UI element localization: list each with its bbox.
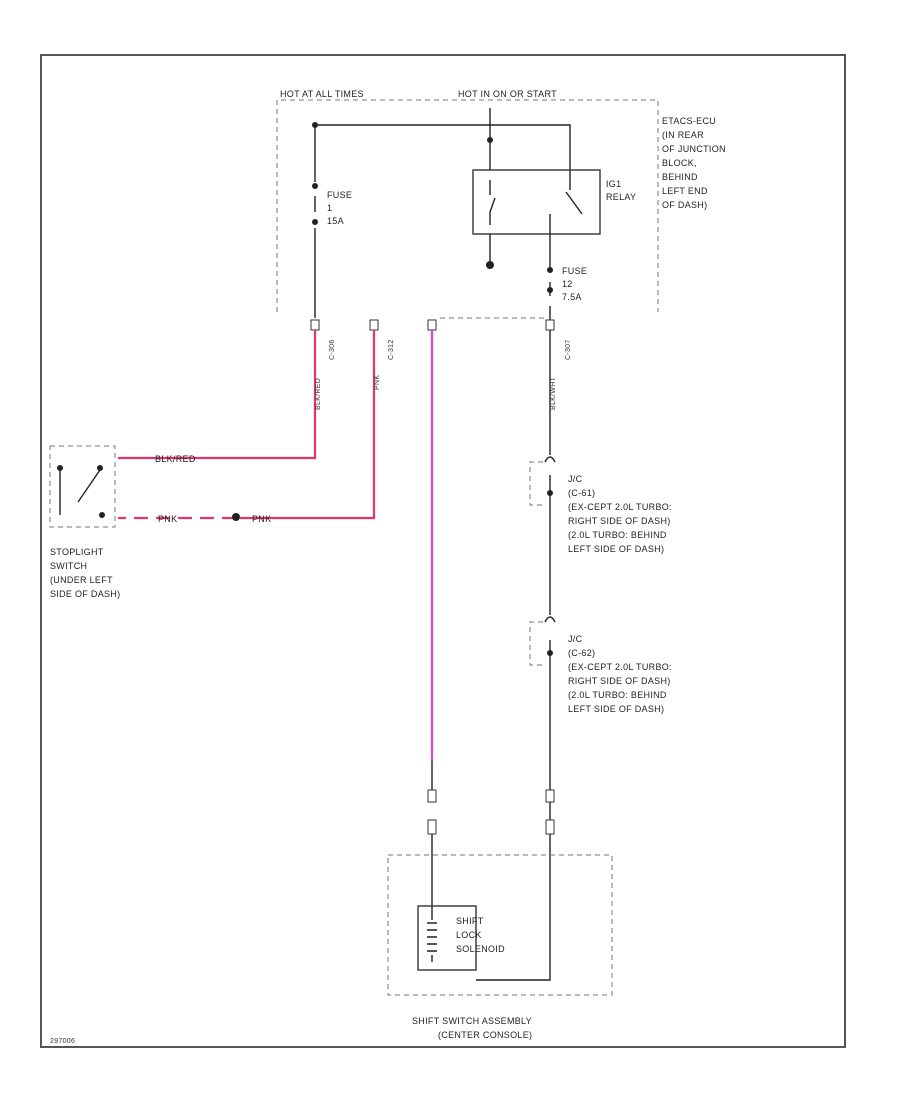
svg-text:SWITCH: SWITCH — [50, 561, 87, 571]
connector-markers — [310, 319, 555, 331]
svg-text:(CENTER CONSOLE): (CENTER CONSOLE) — [438, 1030, 532, 1040]
shift-lock-solenoid-label: SHIFT LOCK SOLENOID — [456, 916, 505, 954]
svg-text:SHIFT: SHIFT — [456, 916, 484, 926]
jc1-outline — [529, 461, 543, 506]
jc2-label: J/C (C-62) (EX-CEPT 2.0L TURBO: RIGHT SI… — [568, 634, 672, 714]
svg-text:(2.0L TURBO: BEHIND: (2.0L TURBO: BEHIND — [568, 690, 667, 700]
svg-text:LOCK: LOCK — [456, 930, 482, 940]
fuse-1-label: FUSE — [327, 190, 352, 200]
figure-id: 297006 — [50, 1038, 75, 1045]
svg-text:(IN REAR: (IN REAR — [662, 130, 704, 140]
fuse-12-label: FUSE — [562, 266, 587, 276]
svg-text:LEFT SIDE OF DASH): LEFT SIDE OF DASH) — [568, 544, 664, 554]
wire-pnk-label-2: PNK — [252, 514, 271, 524]
svg-text:(2.0L TURBO: BEHIND: (2.0L TURBO: BEHIND — [568, 530, 667, 540]
wire-blk-red-label: BLK/RED — [155, 454, 196, 464]
junction-block-label: ETACS-ECU (IN REAR OF JUNCTION BLOCK, BE… — [662, 116, 726, 210]
svg-text:ETACS-ECU: ETACS-ECU — [662, 116, 716, 126]
wire-blk-wht — [476, 330, 551, 981]
svg-text:SIDE OF DASH): SIDE OF DASH) — [50, 589, 120, 599]
hot-in-on-label: HOT IN ON OR START — [458, 89, 557, 99]
svg-text:(EX-CEPT 2.0L TURBO:: (EX-CEPT 2.0L TURBO: — [568, 662, 672, 672]
svg-text:LEFT END: LEFT END — [662, 186, 708, 196]
stoplight-switch-label: STOPLIGHT SWITCH (UNDER LEFT SIDE OF DAS… — [50, 547, 120, 599]
svg-text:STOPLIGHT: STOPLIGHT — [50, 547, 104, 557]
svg-text:BEHIND: BEHIND — [662, 172, 698, 182]
svg-text:LEFT SIDE OF DASH): LEFT SIDE OF DASH) — [568, 704, 664, 714]
svg-text:SHIFT SWITCH ASSEMBLY: SHIFT SWITCH ASSEMBLY — [412, 1016, 532, 1026]
connector-c307-label: C-307 — [565, 339, 572, 360]
wire-pnk-vertical-label: PNK — [374, 375, 381, 390]
svg-text:RELAY: RELAY — [606, 192, 636, 202]
wire-pnk-vertical — [240, 330, 376, 520]
ig1-relay — [472, 169, 601, 235]
svg-text:J/C: J/C — [568, 634, 583, 644]
always-hot-bus — [315, 124, 571, 185]
shift-lock-solenoid — [417, 905, 477, 971]
connector-c312-label: C-312 — [388, 339, 395, 360]
svg-text:(UNDER LEFT: (UNDER LEFT — [50, 575, 113, 585]
svg-text:15A: 15A — [327, 216, 344, 226]
jc2-outline — [529, 621, 543, 666]
stoplight-switch — [59, 469, 101, 515]
shift-switch-assembly-label: SHIFT SWITCH ASSEMBLY (CENTER CONSOLE) — [412, 1016, 532, 1040]
svg-text:BLOCK,: BLOCK, — [662, 158, 697, 168]
svg-text:OF DASH): OF DASH) — [662, 200, 707, 210]
diagram-frame — [40, 54, 846, 1048]
svg-text:7.5A: 7.5A — [562, 292, 582, 302]
wire-blk-red — [118, 330, 317, 460]
junction-block-outline — [276, 99, 659, 312]
svg-text:RIGHT SIDE OF DASH): RIGHT SIDE OF DASH) — [568, 516, 671, 526]
svg-text:OF JUNCTION: OF JUNCTION — [662, 144, 726, 154]
wire-blk-red-vertical-label: BLK/RED — [315, 378, 322, 410]
svg-text:RIGHT SIDE OF DASH): RIGHT SIDE OF DASH) — [568, 676, 671, 686]
svg-text:12: 12 — [562, 279, 573, 289]
svg-text:SOLENOID: SOLENOID — [456, 944, 505, 954]
svg-text:(C-61): (C-61) — [568, 488, 595, 498]
svg-text:(EX-CEPT 2.0L TURBO:: (EX-CEPT 2.0L TURBO: — [568, 502, 672, 512]
jc1-label: J/C (C-61) (EX-CEPT 2.0L TURBO: RIGHT SI… — [568, 474, 672, 554]
wire-pnk-label-1: PNK — [158, 514, 177, 524]
hot-at-all-times-label: HOT AT ALL TIMES — [280, 89, 364, 99]
connector-c306-label: C-306 — [329, 339, 336, 360]
shift-switch-assembly-outline — [387, 854, 613, 996]
ig1-relay-label: IG1 — [606, 179, 621, 189]
svg-text:(C-62): (C-62) — [568, 648, 595, 658]
wire-blk-wht-label: BLK/WHT — [550, 376, 557, 410]
svg-text:J/C: J/C — [568, 474, 583, 484]
svg-text:1: 1 — [327, 203, 332, 213]
